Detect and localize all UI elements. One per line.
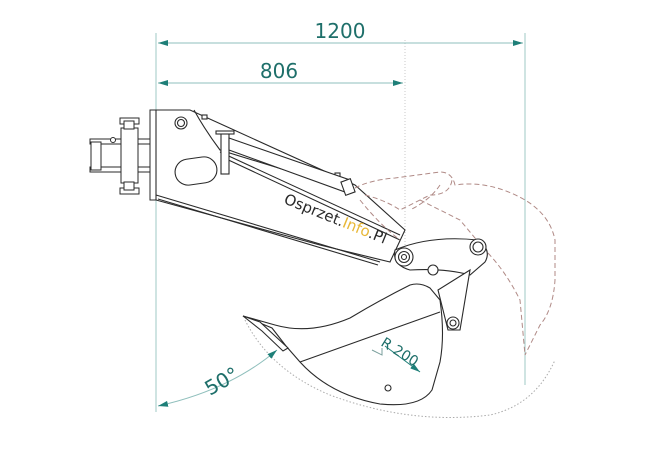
dimension-806-label: 806 xyxy=(260,59,298,83)
watermark-part3: .Pl xyxy=(366,224,389,247)
mount-bracket xyxy=(89,109,157,201)
swing-arc xyxy=(244,319,556,418)
dimension-50deg-label: 50° xyxy=(200,362,243,401)
dimension-total-reach: 1200 xyxy=(158,19,523,46)
extension-lines xyxy=(155,33,526,412)
boom-arm xyxy=(155,109,406,266)
bucket xyxy=(242,283,444,406)
dimension-pivot-reach: 806 xyxy=(158,59,403,86)
dimension-angle: 50° xyxy=(157,349,278,407)
linkage xyxy=(394,238,488,331)
dimension-1200-label: 1200 xyxy=(315,19,366,43)
